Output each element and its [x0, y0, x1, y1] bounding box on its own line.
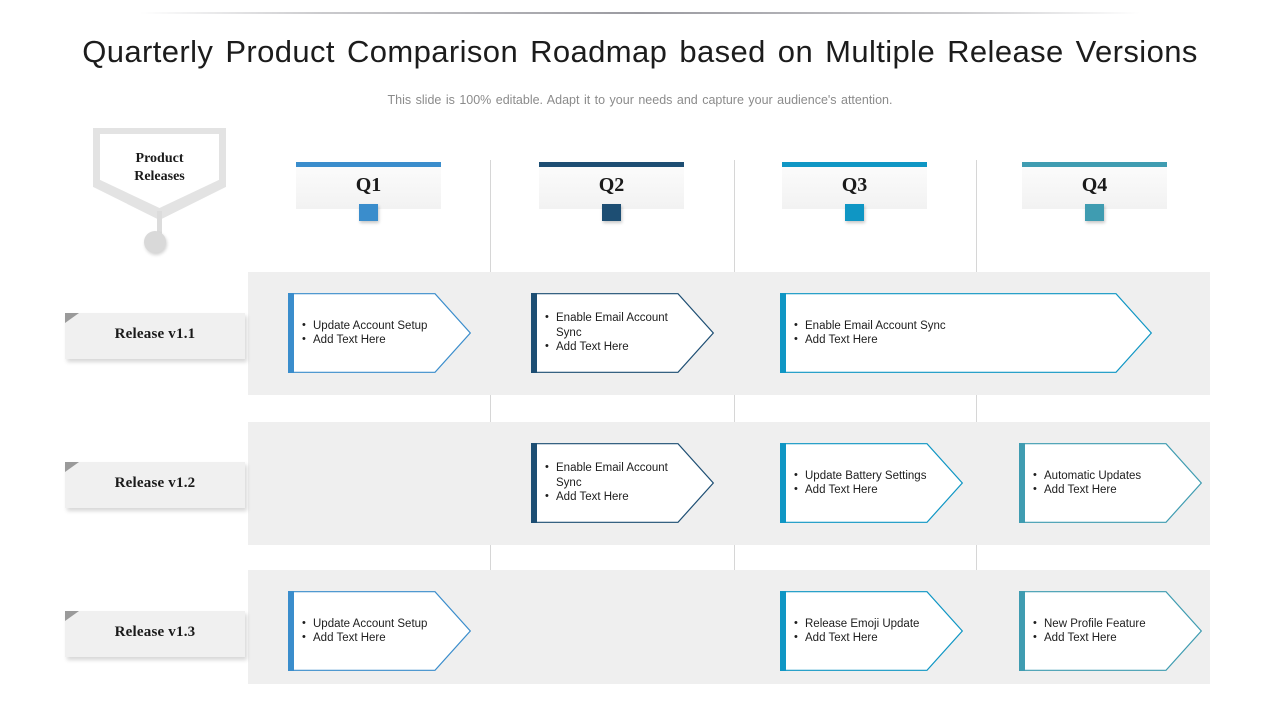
quarter-header-box	[539, 167, 684, 209]
arrow-content: Enable Email Account SyncAdd Text Here	[794, 293, 1120, 373]
tag-fold-corner-icon	[65, 313, 79, 323]
arrow-content: Automatic UpdatesAdd Text Here	[1033, 443, 1170, 523]
bullet-item: Add Text Here	[794, 482, 931, 498]
arrow-accent-edge	[780, 443, 786, 523]
roadmap-cell-release-v1-2-q4[interactable]: Automatic UpdatesAdd Text Here	[1019, 443, 1202, 523]
quarter-label: Q1	[355, 174, 382, 196]
quarter-accent-bar	[539, 162, 684, 167]
release-tag-label: Release v1.3	[114, 624, 196, 640]
quarter-label: Q4	[1081, 174, 1108, 196]
arrow-content: Update Account SetupAdd Text Here	[302, 591, 439, 671]
tag-fold-corner-icon	[65, 611, 79, 621]
quarter-header-box	[1022, 167, 1167, 209]
bullet-item: Add Text Here	[794, 630, 931, 646]
banner-label-line1: Product	[135, 151, 184, 166]
arrow-content: New Profile FeatureAdd Text Here	[1033, 591, 1170, 671]
bullet-item: Automatic Updates	[1033, 468, 1170, 484]
bullet-item: Update Account Setup	[302, 318, 439, 334]
bullet-item: Enable Email Account Sync	[545, 460, 682, 490]
roadmap-cell-release-v1-1-q2[interactable]: Enable Email Account SyncAdd Text Here	[531, 293, 714, 373]
release-tag-1[interactable]: Release v1.1	[65, 313, 245, 359]
quarter-chip-q4	[1085, 204, 1104, 221]
roadmap-cell-release-v1-1-q3[interactable]: Enable Email Account SyncAdd Text Here	[780, 293, 1152, 373]
quarter-accent-bar	[296, 162, 441, 167]
banner-stem	[157, 211, 162, 237]
bullet-item: Enable Email Account Sync	[545, 310, 682, 340]
bullet-item: Add Text Here	[794, 332, 1120, 348]
product-releases-banner: Product Releases	[93, 128, 228, 268]
arrow-content: Update Account SetupAdd Text Here	[302, 293, 439, 373]
quarter-header-q4[interactable]: Q4	[1022, 162, 1167, 210]
top-divider-rule	[140, 12, 1140, 14]
bullet-list: Update Account SetupAdd Text Here	[302, 616, 439, 646]
arrow-accent-edge	[531, 443, 537, 523]
arrow-accent-edge	[780, 591, 786, 671]
roadmap-cell-release-v1-1-q1[interactable]: Update Account SetupAdd Text Here	[288, 293, 471, 373]
bullet-item: Add Text Here	[545, 339, 682, 355]
arrow-accent-edge	[288, 591, 294, 671]
arrow-accent-edge	[531, 293, 537, 373]
bullet-item: Add Text Here	[545, 489, 682, 505]
quarter-header-box	[782, 167, 927, 209]
quarter-chip-q1	[359, 204, 378, 221]
quarter-accent-bar	[782, 162, 927, 167]
roadmap-cell-release-v1-3-q3[interactable]: Release Emoji UpdateAdd Text Here	[780, 591, 963, 671]
release-tag-2[interactable]: Release v1.2	[65, 462, 245, 508]
bullet-item: Add Text Here	[1033, 482, 1170, 498]
banner-label-line2: Releases	[134, 169, 185, 184]
roadmap-cell-release-v1-2-q3[interactable]: Update Battery SettingsAdd Text Here	[780, 443, 963, 523]
roadmap-cell-release-v1-3-q4[interactable]: New Profile FeatureAdd Text Here	[1019, 591, 1202, 671]
quarter-header-q2[interactable]: Q2	[539, 162, 684, 210]
bullet-item: New Profile Feature	[1033, 616, 1170, 632]
bullet-item: Add Text Here	[302, 332, 439, 348]
release-tag-label: Release v1.1	[114, 326, 196, 342]
page-title: Quarterly Product Comparison Roadmap bas…	[82, 34, 1198, 69]
bullet-list: Enable Email Account SyncAdd Text Here	[794, 318, 1120, 348]
bullet-item: Release Emoji Update	[794, 616, 931, 632]
bullet-list: Automatic UpdatesAdd Text Here	[1033, 468, 1170, 498]
release-tag-3[interactable]: Release v1.3	[65, 611, 245, 657]
arrow-content: Enable Email Account SyncAdd Text Here	[545, 293, 682, 373]
banner-dot-icon	[144, 231, 166, 253]
quarter-accent-bar	[1022, 162, 1167, 167]
arrow-content: Release Emoji UpdateAdd Text Here	[794, 591, 931, 671]
quarter-header-q3[interactable]: Q3	[782, 162, 927, 210]
bullet-list: Release Emoji UpdateAdd Text Here	[794, 616, 931, 646]
bullet-item: Add Text Here	[1033, 630, 1170, 646]
bullet-item: Enable Email Account Sync	[794, 318, 1120, 334]
arrow-accent-edge	[288, 293, 294, 373]
bullet-item: Update Battery Settings	[794, 468, 931, 484]
quarter-label: Q3	[841, 174, 868, 196]
release-tag-label: Release v1.2	[114, 475, 196, 491]
bullet-list: Update Account SetupAdd Text Here	[302, 318, 439, 348]
tag-fold-corner-icon	[65, 462, 79, 472]
quarter-chip-q3	[845, 204, 864, 221]
arrow-accent-edge	[1019, 443, 1025, 523]
arrow-accent-edge	[780, 293, 786, 373]
roadmap-cell-release-v1-3-q1[interactable]: Update Account SetupAdd Text Here	[288, 591, 471, 671]
bullet-list: Enable Email Account SyncAdd Text Here	[545, 310, 682, 355]
arrow-content: Enable Email Account SyncAdd Text Here	[545, 443, 682, 523]
arrow-content: Update Battery SettingsAdd Text Here	[794, 443, 931, 523]
bullet-item: Add Text Here	[302, 630, 439, 646]
page-subtitle: This slide is 100% editable. Adapt it to…	[387, 93, 893, 107]
roadmap-cell-release-v1-2-q2[interactable]: Enable Email Account SyncAdd Text Here	[531, 443, 714, 523]
banner-label: Product Releases	[100, 150, 219, 186]
bullet-list: Enable Email Account SyncAdd Text Here	[545, 460, 682, 505]
quarter-chip-q2	[602, 204, 621, 221]
quarter-label: Q2	[598, 174, 625, 196]
quarter-header-box	[296, 167, 441, 209]
bullet-list: New Profile FeatureAdd Text Here	[1033, 616, 1170, 646]
arrow-accent-edge	[1019, 591, 1025, 671]
bullet-item: Update Account Setup	[302, 616, 439, 632]
quarter-header-q1[interactable]: Q1	[296, 162, 441, 210]
bullet-list: Update Battery SettingsAdd Text Here	[794, 468, 931, 498]
